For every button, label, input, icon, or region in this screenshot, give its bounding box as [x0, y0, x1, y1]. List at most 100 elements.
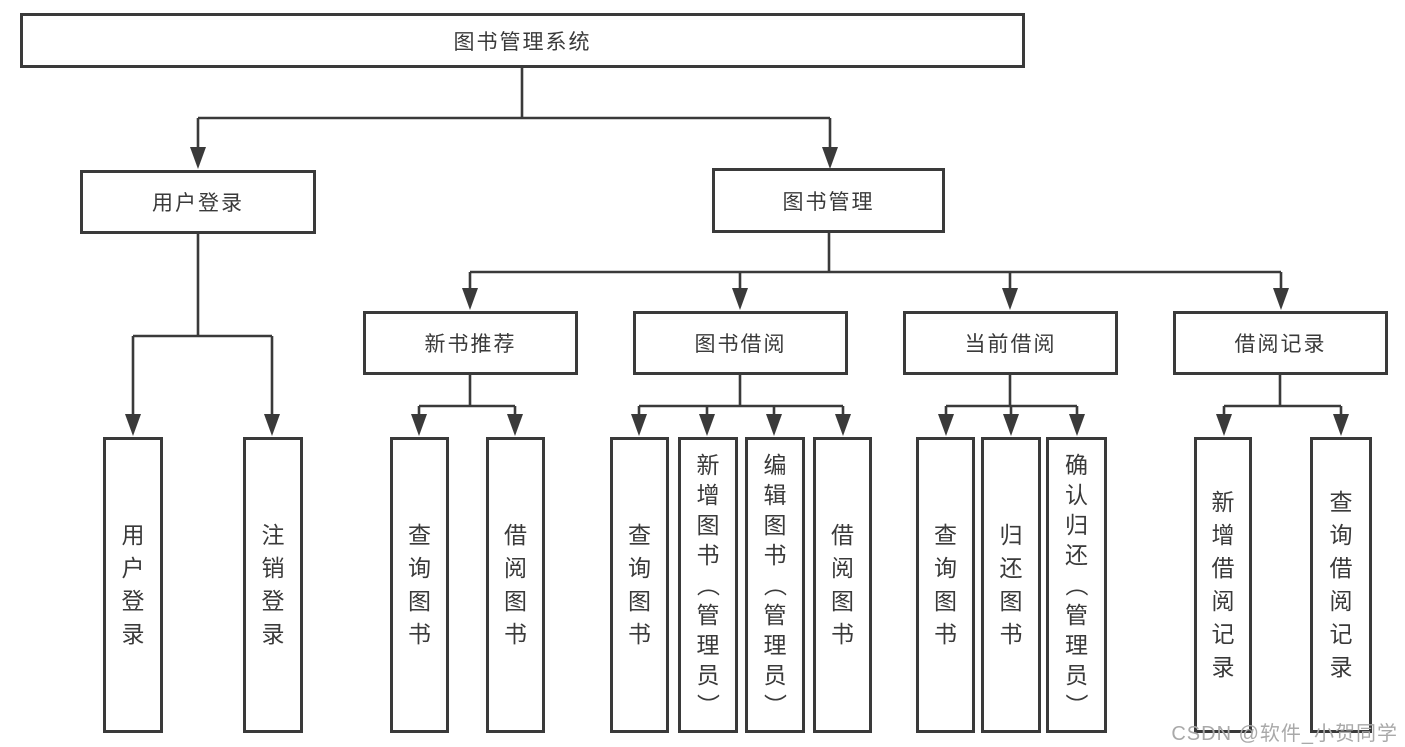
vertical-label-char: 归 [999, 522, 1023, 548]
node-leaf-br-add-record: 新增借阅记录 [1194, 437, 1252, 733]
vertical-label-char: 询 [934, 555, 957, 581]
vertical-label-char: 注 [261, 522, 285, 548]
vertical-label-char: 管 [1065, 602, 1088, 628]
arrow-down-icon [1333, 414, 1349, 436]
arrow-down-icon [1216, 414, 1232, 436]
node-leaf-br-query-record: 查询借阅记录 [1310, 437, 1372, 733]
vertical-label-char: 增 [1211, 522, 1235, 548]
node-current-borrowing: 当前借阅 [903, 311, 1118, 375]
vertical-label-char: 查 [408, 522, 431, 548]
arrow-down-icon [1003, 414, 1019, 436]
arrow-down-icon [190, 147, 206, 169]
vertical-label-char: 员 [696, 662, 720, 688]
vertical-label-char: 员 [1065, 662, 1088, 688]
vertical-label-char: 书 [696, 542, 720, 568]
vertical-label-char: 户 [121, 555, 145, 581]
arrow-down-icon [1069, 414, 1085, 436]
vertical-label-char: 录 [1329, 654, 1353, 680]
vertical-label-char: 还 [999, 555, 1023, 581]
arrow-down-icon [938, 414, 954, 436]
vertical-label-char: 阅 [1329, 588, 1353, 614]
node-book-management: 图书管理 [712, 168, 945, 233]
vertical-label-char: 编 [763, 452, 787, 478]
vertical-label-char: 录 [121, 621, 145, 647]
arrow-down-icon [1002, 288, 1018, 310]
vertical-label-char: 录 [1211, 654, 1235, 680]
arrow-down-icon [822, 147, 838, 169]
vertical-label-char: 归 [1065, 512, 1088, 538]
node-leaf-bb-borrow-books: 借阅图书 [813, 437, 872, 733]
vertical-label-char: 记 [1329, 621, 1353, 647]
vertical-label-char: 图 [408, 588, 431, 614]
node-leaf-bb-edit-books: 编辑图书 （ 管理员 ） [745, 437, 805, 733]
arrow-down-icon [462, 288, 478, 310]
arrow-down-icon [699, 414, 715, 436]
vertical-label-char: 用 [121, 522, 145, 548]
vertical-label-char: （ [762, 573, 788, 597]
node-label: 图书管理 [782, 190, 875, 214]
vertical-label-char: ） [695, 693, 721, 717]
arrow-down-icon [631, 414, 647, 436]
vertical-label-char: 理 [1065, 632, 1088, 658]
node-book-borrowing: 图书借阅 [633, 311, 848, 375]
vertical-label-char: 理 [696, 632, 720, 658]
vertical-label-char: 登 [121, 588, 145, 614]
node-leaf-rec-borrow-books: 借阅图书 [486, 437, 545, 733]
node-leaf-cb-confirm-return: 确认归还（管理员） [1046, 437, 1107, 733]
vertical-label-char: 书 [408, 621, 431, 647]
vertical-label-char: （ [1063, 573, 1090, 597]
vertical-label-char: 新 [1211, 489, 1235, 515]
arrow-down-icon [732, 288, 748, 310]
node-label: 新书推荐 [424, 333, 517, 356]
node-leaf-bb-query-books: 查询图书 [610, 437, 669, 733]
node-leaf-logout: 注销登录 [243, 437, 303, 733]
vertical-label-char: 书 [628, 621, 651, 647]
vertical-label-char: 管 [763, 602, 787, 628]
vertical-label-char: （ [695, 573, 721, 597]
vertical-label-char: 新 [696, 452, 720, 478]
vertical-label-char: 还 [1065, 542, 1088, 568]
vertical-label-char: 增 [696, 482, 720, 508]
arrow-down-icon [411, 414, 427, 436]
vertical-label-char: 认 [1065, 482, 1088, 508]
node-leaf-bb-add-books: 新增图书 （ 管理员 ） [678, 437, 738, 733]
node-user-login: 用户登录 [80, 170, 316, 234]
vertical-label-char: 图 [763, 512, 787, 538]
node-new-book-recommend: 新书推荐 [363, 311, 578, 375]
vertical-label-char: 询 [628, 555, 651, 581]
vertical-label-char: 借 [1329, 555, 1353, 581]
vertical-label-char: 图 [696, 512, 720, 538]
vertical-label-char: 查 [1329, 489, 1353, 515]
vertical-label-char: 记 [1211, 621, 1235, 647]
vertical-label-char: 图 [628, 588, 651, 614]
vertical-label-char: 书 [504, 621, 527, 647]
vertical-label-char: 阅 [504, 555, 527, 581]
arrow-down-icon [1273, 288, 1289, 310]
arrow-down-icon [125, 414, 141, 436]
arrow-down-icon [766, 414, 782, 436]
node-borrowing-records: 借阅记录 [1173, 311, 1388, 375]
vertical-label-char: 录 [261, 621, 285, 647]
vertical-label-char: 理 [763, 632, 787, 658]
vertical-label-char: 查 [628, 522, 651, 548]
vertical-label-char: 确 [1065, 452, 1088, 478]
arrow-down-icon [835, 414, 851, 436]
vertical-label-char: 书 [934, 621, 957, 647]
vertical-label-char: 借 [1211, 555, 1235, 581]
vertical-label-char: 登 [261, 588, 285, 614]
vertical-label-char: ） [762, 693, 788, 717]
vertical-label-char: 书 [999, 621, 1023, 647]
vertical-label-char: 销 [261, 555, 285, 581]
vertical-label-char: 辑 [763, 482, 787, 508]
node-root: 图书管理系统 [20, 13, 1025, 68]
node-leaf-cb-query-books: 查询图书 [916, 437, 975, 733]
vertical-label-char: 询 [1329, 522, 1353, 548]
node-label: 图书管理系统 [453, 30, 592, 54]
vertical-label-char: 书 [763, 542, 787, 568]
vertical-label-char: 员 [763, 662, 787, 688]
arrow-down-icon [507, 414, 523, 436]
arrow-down-icon [264, 414, 280, 436]
vertical-label-char: 管 [696, 602, 720, 628]
vertical-label-char: 查 [934, 522, 957, 548]
